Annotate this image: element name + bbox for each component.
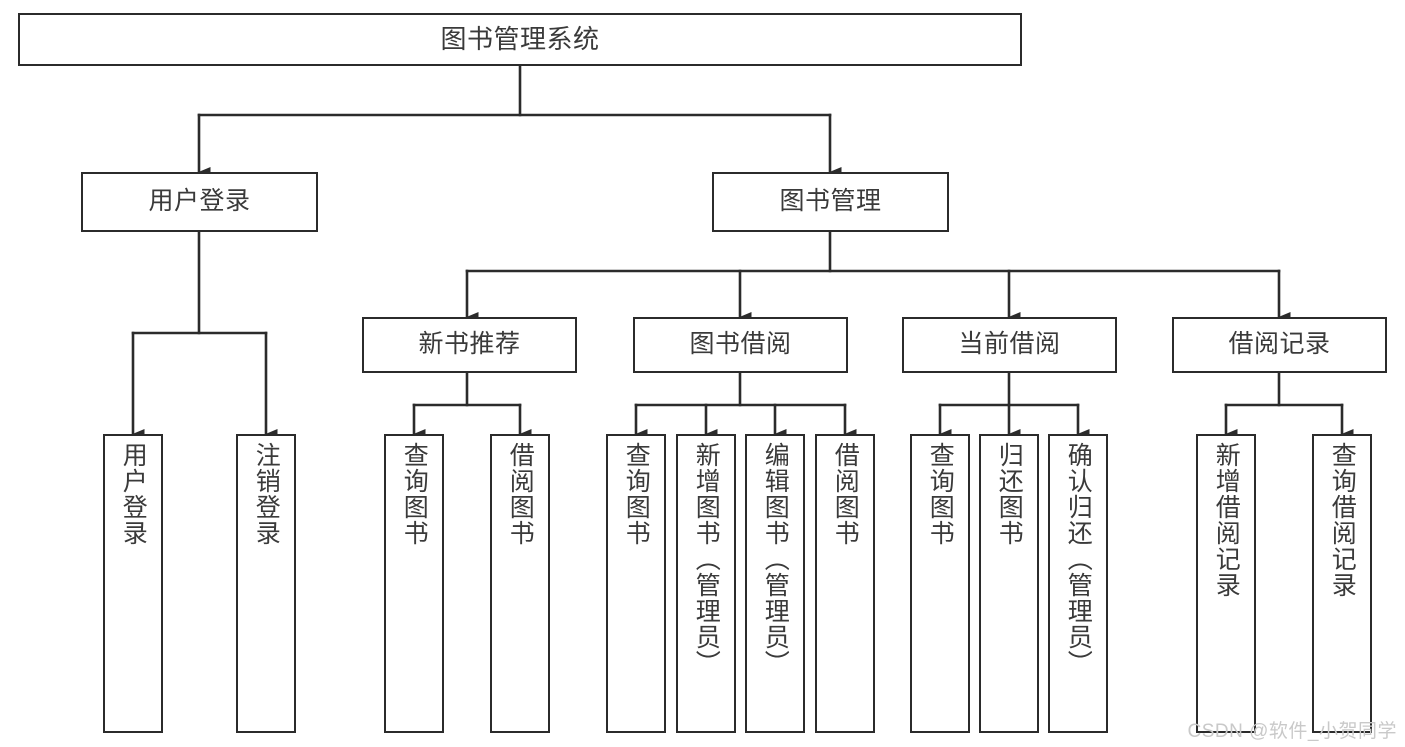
node-label: 查询图书 xyxy=(622,442,651,546)
node-new-book-recommend[interactable]: 新书推荐 xyxy=(362,317,577,373)
node-label: 确认归还（管理员） xyxy=(1064,442,1093,676)
node-label: 编辑图书（管理员） xyxy=(761,442,790,676)
leaf-return-book[interactable]: 归还图书 xyxy=(979,434,1039,733)
leaf-query-book-borrow[interactable]: 查询图书 xyxy=(606,434,666,733)
node-label: 用户登录 xyxy=(148,187,251,216)
node-label: 注销登录 xyxy=(252,442,281,546)
leaf-borrow-book[interactable]: 借阅图书 xyxy=(815,434,875,733)
node-label: 查询图书 xyxy=(926,442,955,546)
watermark-text: CSDN @软件_小贺同学 xyxy=(1187,721,1397,742)
node-label: 归还图书 xyxy=(995,442,1024,546)
leaf-query-book-current[interactable]: 查询图书 xyxy=(910,434,970,733)
leaf-borrow-book-recommend[interactable]: 借阅图书 xyxy=(490,434,550,733)
node-label: 图书借阅 xyxy=(689,330,792,359)
node-user-login[interactable]: 用户登录 xyxy=(81,172,318,232)
leaf-add-borrow-record[interactable]: 新增借阅记录 xyxy=(1196,434,1256,733)
leaf-add-book[interactable]: 新增图书（管理员） xyxy=(676,434,736,733)
node-label: 图书管理 xyxy=(779,187,882,216)
node-label: 新增借阅记录 xyxy=(1212,442,1241,598)
leaf-query-borrow-record[interactable]: 查询借阅记录 xyxy=(1312,434,1372,733)
node-book-borrow[interactable]: 图书借阅 xyxy=(633,317,848,373)
node-label: 新增图书（管理员） xyxy=(692,442,721,676)
leaf-logout-login[interactable]: 注销登录 xyxy=(236,434,296,733)
node-book-management[interactable]: 图书管理 xyxy=(712,172,949,232)
leaf-user-login[interactable]: 用户登录 xyxy=(103,434,163,733)
node-current-borrow[interactable]: 当前借阅 xyxy=(902,317,1117,373)
node-borrow-record[interactable]: 借阅记录 xyxy=(1172,317,1387,373)
node-label: 查询借阅记录 xyxy=(1328,442,1357,598)
node-label: 借阅图书 xyxy=(831,442,860,546)
leaf-query-book-recommend[interactable]: 查询图书 xyxy=(384,434,444,733)
node-root-system[interactable]: 图书管理系统 xyxy=(18,13,1022,66)
node-label: 查询图书 xyxy=(400,442,429,546)
node-label: 用户登录 xyxy=(119,442,148,546)
node-label: 借阅图书 xyxy=(506,442,535,546)
node-label: 当前借阅 xyxy=(958,330,1061,359)
leaf-confirm-return[interactable]: 确认归还（管理员） xyxy=(1048,434,1108,733)
node-label: 借阅记录 xyxy=(1228,330,1331,359)
leaf-edit-book[interactable]: 编辑图书（管理员） xyxy=(745,434,805,733)
node-label: 新书推荐 xyxy=(418,330,521,359)
node-label: 图书管理系统 xyxy=(440,24,600,55)
